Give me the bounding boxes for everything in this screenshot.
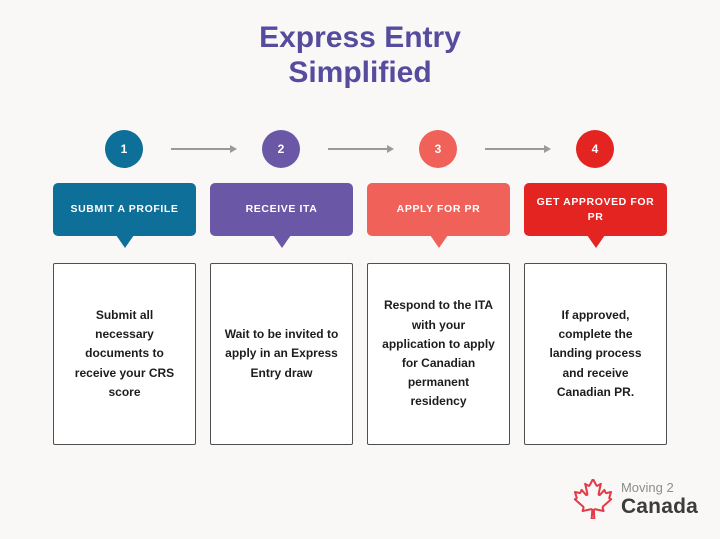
step-header-label: SUBMIT A PROFILE <box>70 203 179 216</box>
page-title: Express Entry Simplified <box>0 20 720 90</box>
page-title-line1: Express Entry <box>259 21 461 54</box>
step-description-text: Submit all necessary documents to receiv… <box>74 308 175 399</box>
step-header-label: RECEIVE ITA <box>245 203 318 216</box>
step-description-2: Wait to be invited to apply in an Expres… <box>210 263 353 445</box>
step-headers-row: SUBMIT A PROFILE RECEIVE ITA APPLY FOR P… <box>53 183 667 236</box>
step-description-text: If approved, complete the landing proces… <box>549 308 642 399</box>
step-circle-1: 1 <box>105 130 143 168</box>
moving2canada-logo: Moving 2 Canada <box>573 479 698 519</box>
step-header-submit-profile: SUBMIT A PROFILE <box>53 183 196 236</box>
step-circles-row: 1 2 3 4 <box>53 130 667 170</box>
step-header-get-approved: GET APPROVED FOR PR <box>524 183 667 236</box>
page-title-line2: Simplified <box>288 56 432 89</box>
step-descriptions-row: Submit all necessary documents to receiv… <box>53 263 667 445</box>
arrow-right-icon <box>171 145 237 153</box>
arrow-right-icon <box>485 145 551 153</box>
step-number-4: 4 <box>591 142 599 156</box>
step-circle-2: 2 <box>262 130 300 168</box>
step-circle-4: 4 <box>576 130 614 168</box>
step-number-2: 2 <box>277 142 285 156</box>
logo-text: Moving 2 Canada <box>621 480 698 518</box>
step-header-apply-for-pr: APPLY FOR PR <box>367 183 510 236</box>
step-number-1: 1 <box>120 142 128 156</box>
step-description-1: Submit all necessary documents to receiv… <box>53 263 196 445</box>
maple-leaf-icon <box>573 479 613 519</box>
step-number-3: 3 <box>434 142 442 156</box>
step-description-text: Wait to be invited to apply in an Expres… <box>224 327 339 380</box>
step-header-receive-ita: RECEIVE ITA <box>210 183 353 236</box>
logo-text-top: Moving 2 <box>620 480 674 495</box>
step-description-3: Respond to the ITA with your application… <box>367 263 510 445</box>
logo-text-bottom: Canada <box>620 495 698 518</box>
step-circle-3: 3 <box>419 130 457 168</box>
arrow-right-icon <box>328 145 394 153</box>
step-description-4: If approved, complete the landing proces… <box>524 263 667 445</box>
step-description-text: Respond to the ITA with your application… <box>382 298 495 409</box>
step-header-label: GET APPROVED FOR PR <box>536 195 655 223</box>
step-header-label: APPLY FOR PR <box>396 203 481 216</box>
